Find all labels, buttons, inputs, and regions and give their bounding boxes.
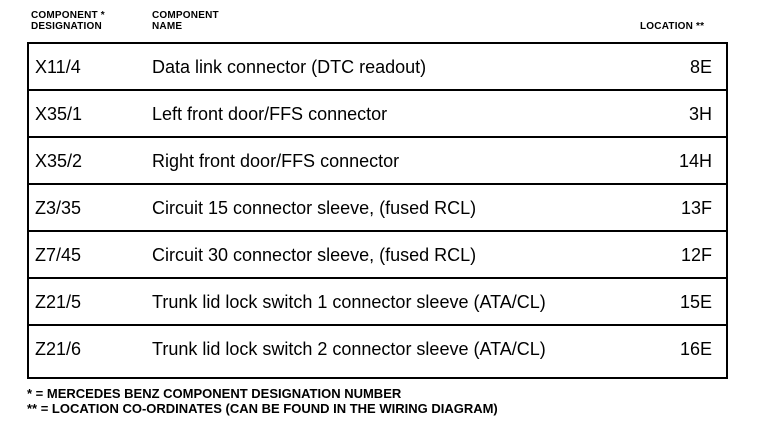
column-header-designation-line1: COMPONENT * [31, 10, 105, 21]
row-name: Right front door/FFS connector [152, 151, 400, 171]
component-table: X11/4 Data link connector (DTC readout) … [27, 42, 728, 379]
row-name: Trunk lid lock switch 2 connector sleeve… [152, 339, 546, 359]
row-location: 8E [689, 57, 712, 77]
column-header-name-line1: COMPONENT [152, 10, 219, 21]
table-row: X35/1 Left front door/FFS connector 3H [29, 91, 726, 138]
table-row: X11/4 Data link connector (DTC readout) … [29, 44, 726, 91]
row-designation: Z3/35 [35, 198, 82, 218]
row-designation: X11/4 [35, 57, 81, 77]
column-header-name-line2: NAME [152, 21, 183, 32]
row-location: 16E [679, 339, 712, 359]
table-row: Z7/45 Circuit 30 connector sleeve, (fuse… [29, 232, 726, 279]
table-row: X35/2 Right front door/FFS connector 14H [29, 138, 726, 185]
table-row: Z21/6 Trunk lid lock switch 2 connector … [29, 326, 726, 373]
row-location: 14H [678, 151, 712, 171]
row-designation: Z21/5 [35, 292, 82, 312]
column-header-name: COMPONENT NAME [152, 10, 219, 32]
row-location: 3H [688, 104, 712, 124]
row-location: 13F [680, 198, 712, 218]
footnote-location: ** = LOCATION CO-ORDINATES (CAN BE FOUND… [27, 401, 498, 416]
row-location: 12F [680, 245, 712, 265]
row-location: 15E [679, 292, 712, 312]
row-designation: Z21/6 [35, 339, 82, 359]
table-row: Z3/35 Circuit 15 connector sleeve, (fuse… [29, 185, 726, 232]
row-name: Left front door/FFS connector [152, 104, 388, 124]
column-header-designation: COMPONENT * DESIGNATION [31, 10, 105, 32]
column-header-designation-line2: DESIGNATION [31, 21, 102, 32]
row-name: Trunk lid lock switch 1 connector sleeve… [152, 292, 546, 312]
row-name: Circuit 15 connector sleeve, (fused RCL) [152, 198, 477, 218]
column-header-location-text: LOCATION ** [640, 21, 705, 32]
column-header-location: LOCATION ** [640, 21, 704, 32]
footnote-designation: * = MERCEDES BENZ COMPONENT DESIGNATION … [27, 386, 402, 401]
row-name: Data link connector (DTC readout) [152, 57, 427, 77]
row-designation: X35/1 [35, 104, 83, 124]
table-row: Z21/5 Trunk lid lock switch 1 connector … [29, 279, 726, 326]
row-name: Circuit 30 connector sleeve, (fused RCL) [152, 245, 477, 265]
row-designation: Z7/45 [35, 245, 82, 265]
row-designation: X35/2 [35, 151, 83, 171]
